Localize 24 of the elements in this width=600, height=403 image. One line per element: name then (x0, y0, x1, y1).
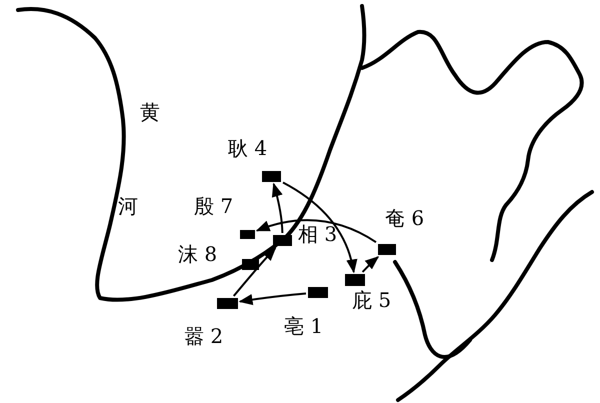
place-label: 相 3 (298, 224, 338, 244)
river-label: 黄 (140, 102, 160, 122)
site-marker (378, 244, 396, 255)
site-marker (262, 171, 281, 182)
place-label: 奄 6 (385, 208, 424, 228)
arrow (238, 292, 306, 306)
site-marker (308, 287, 328, 298)
arrow (272, 182, 284, 234)
site-marker (242, 259, 259, 270)
site-marker (217, 298, 238, 309)
arrow (232, 246, 276, 297)
site-marker (345, 274, 365, 286)
place-label: 耿 4 (228, 138, 268, 158)
place-label: 嚣 2 (184, 326, 224, 346)
place-label: 亳 1 (284, 316, 324, 336)
site-marker (273, 235, 292, 246)
place-label: 沫 8 (178, 244, 218, 264)
arrow (256, 219, 377, 244)
place-label: 庇 5 (352, 290, 392, 310)
place-label: 殷 7 (194, 196, 234, 216)
river-label: 河 (118, 196, 138, 216)
arrow (362, 256, 380, 273)
arrow (282, 182, 357, 274)
site-marker (240, 230, 255, 239)
